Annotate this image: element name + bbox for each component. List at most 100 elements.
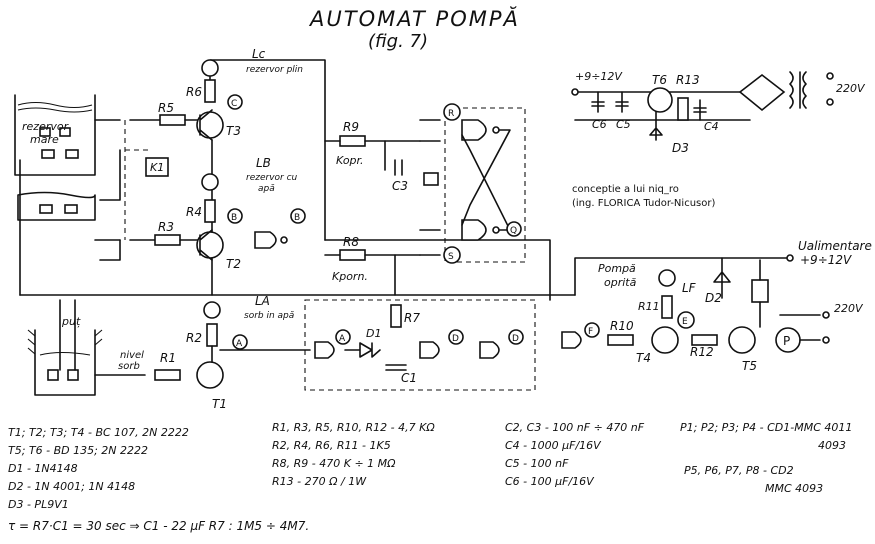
parts-list: T1; T2; T3; T4 - BC 107, 2N 2222 T5; T6 …	[8, 421, 852, 533]
t1	[196, 361, 224, 389]
c1-sym	[385, 364, 407, 371]
switch-2b-wire	[99, 239, 121, 261]
ac-terminal-2	[826, 98, 834, 106]
r13	[677, 97, 689, 121]
title: AUTOMAT POMPĂ	[308, 6, 520, 31]
k1-linkage	[124, 120, 150, 240]
t5	[728, 326, 756, 354]
t2	[196, 231, 224, 259]
gate-p8	[561, 331, 582, 349]
led-lc	[201, 59, 219, 77]
r11	[661, 295, 673, 319]
nivel-label-2: sorb	[118, 361, 140, 372]
lb-desc1: rezervor cu	[246, 173, 298, 183]
nivel-label-1: nivel	[120, 350, 144, 361]
t1-label: T1	[212, 397, 227, 411]
t5-label: T5	[742, 359, 757, 373]
supply-terminal	[786, 254, 794, 262]
parts-col1-4: D2 - 1N 4001; 1N 4148	[8, 480, 135, 493]
la-label: LA	[255, 294, 270, 308]
relay-coil	[751, 279, 769, 303]
r3	[154, 234, 181, 246]
kporn-label: Kporn.	[332, 270, 368, 283]
r6	[204, 79, 216, 103]
parts-col3-2: C4 - 1000 μF/16V	[505, 439, 602, 452]
parts-col2-2: R2, R4, R6, R11 - 1K5	[272, 439, 391, 452]
r10-label: R10	[610, 319, 634, 333]
gate-p6	[419, 341, 440, 359]
gate-p4-bubble	[492, 226, 500, 234]
d2-label: D2	[705, 291, 722, 305]
ac-label-2: 220V	[834, 302, 864, 315]
subtitle: (fig. 7)	[368, 31, 428, 52]
lc-label: Lc	[252, 47, 266, 61]
node-s-label: S	[448, 252, 454, 262]
parts-col1-3: D1 - 1N4148	[8, 462, 78, 475]
switch-1b-wire	[99, 149, 121, 201]
top-rail	[209, 59, 326, 241]
r4-label: R4	[186, 205, 202, 219]
t2-body	[199, 229, 213, 261]
r4	[204, 199, 216, 223]
parts-col3-3: C5 - 100 nF	[505, 457, 569, 470]
parts-col4-2: 4093	[818, 439, 846, 452]
parts-col1-5: D3 - PL9V1	[8, 498, 69, 511]
rs-contacts	[419, 119, 441, 256]
node-s	[443, 246, 461, 264]
node-d-2	[508, 329, 524, 345]
node-a-1-label: A	[236, 339, 243, 349]
ualim-val: +9÷12V	[800, 253, 852, 267]
c1-label: C1	[401, 371, 417, 385]
node-r-label: R	[448, 109, 454, 119]
r12-label: R12	[690, 345, 714, 359]
parts-col1-2: T5; T6 - BD 135; 2N 2222	[8, 444, 148, 457]
k1-label: K1	[150, 161, 164, 174]
node-d-1-label: D	[452, 334, 459, 344]
node-q	[506, 221, 522, 237]
r8-label: R8	[343, 235, 359, 249]
reservoir-tank: rezervor mare	[14, 94, 96, 221]
well-label: puț	[61, 315, 81, 328]
d3-label: D3	[672, 141, 689, 155]
node-c	[227, 94, 243, 110]
ac-terminal-4	[822, 336, 830, 344]
t6	[647, 87, 673, 113]
node-r	[443, 103, 461, 121]
lb-label: LB	[256, 156, 271, 170]
supply-line	[574, 257, 791, 296]
r9-label: R9	[343, 120, 359, 134]
reservoir-label-1: rezervor	[22, 120, 70, 133]
c3-label: C3	[392, 179, 408, 193]
node-f	[584, 322, 600, 338]
node-d-1	[448, 329, 464, 345]
relay-wires	[759, 259, 821, 341]
parts-col4-4: MMC 4093	[765, 482, 823, 495]
led-la	[203, 301, 221, 319]
parts-col3-4: C6 - 100 μF/16V	[505, 475, 595, 488]
c5-sym	[615, 91, 629, 113]
r13-label: R13	[676, 73, 700, 87]
d1-label: D1	[366, 327, 381, 340]
gate-p4	[461, 219, 487, 241]
reservoir-label-2: mare	[30, 133, 59, 146]
ac-terminal-1	[826, 72, 834, 80]
led-lf	[658, 269, 676, 287]
gate-p1-bubble	[280, 236, 288, 244]
parts-col2-4: R13 - 270 Ω / 1W	[272, 475, 367, 488]
c3-sym	[384, 140, 403, 176]
timer-box	[304, 299, 536, 391]
node-a-2-label: A	[339, 334, 346, 344]
node-b-2	[290, 208, 306, 224]
t4	[651, 326, 679, 354]
parts-col3-1: C2, C3 - 100 nF ÷ 470 nF	[505, 421, 645, 434]
node-a-2	[335, 329, 351, 345]
pump-label: P	[783, 334, 790, 348]
lf-label: LF	[682, 281, 697, 295]
r3-label: R3	[158, 220, 174, 234]
c5-label: C5	[616, 118, 631, 131]
c6-sym	[591, 91, 605, 113]
gate-p3	[461, 119, 487, 141]
parts-col2-1: R1, R3, R5, R10, R12 - 4,7 KΩ	[272, 421, 435, 434]
node-b-1	[227, 208, 243, 224]
